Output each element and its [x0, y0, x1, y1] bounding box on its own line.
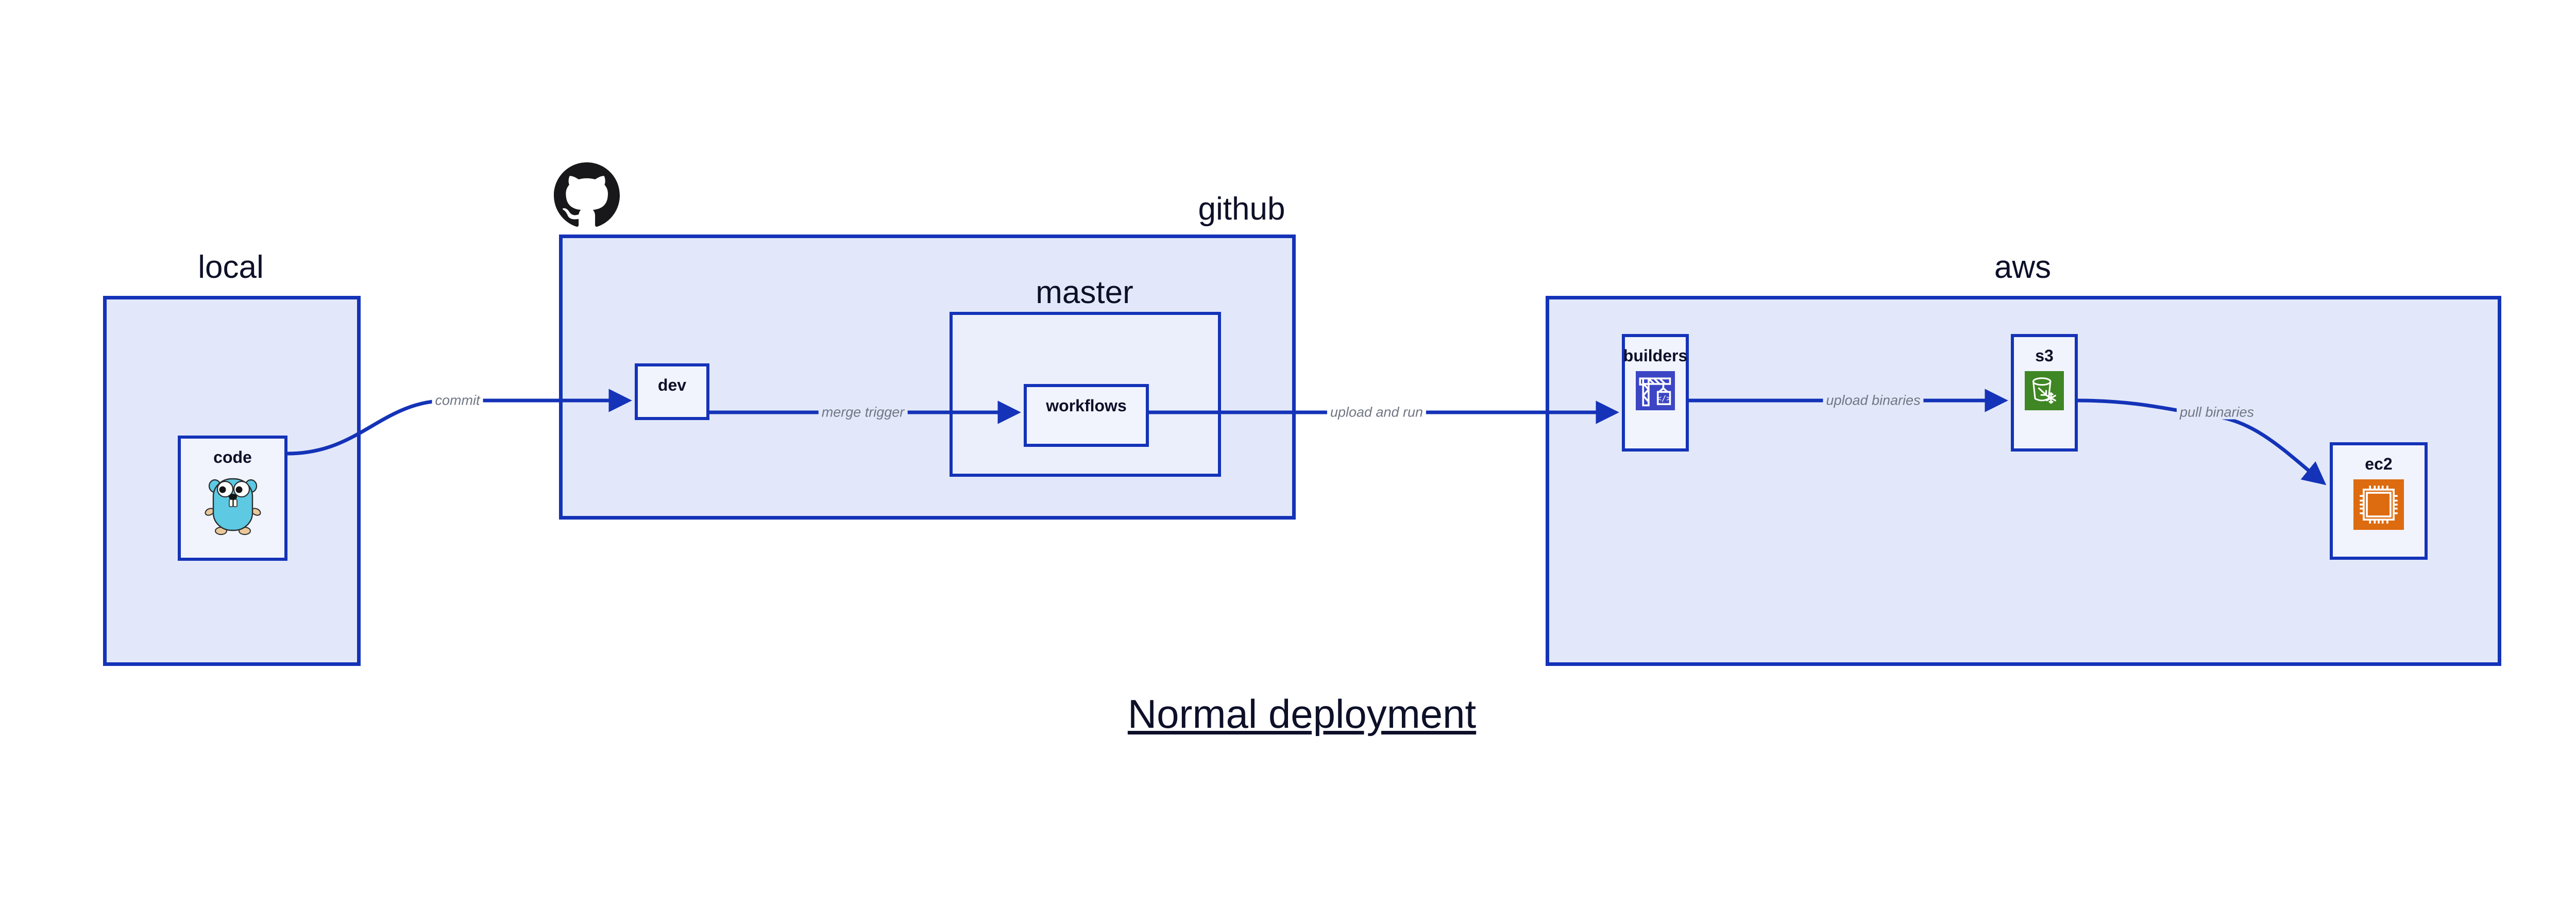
node-code[interactable]: code [178, 436, 287, 561]
node-builders[interactable]: builders </> [1622, 334, 1689, 452]
group-label-local: local [198, 249, 264, 285]
go-gopher-icon [204, 473, 261, 536]
node-dev[interactable]: dev [635, 363, 709, 420]
edge-label-merge-trigger: merge trigger [818, 405, 908, 420]
group-label-master: master [1036, 275, 1133, 310]
aws-codebuild-icon: </> [1636, 371, 1675, 413]
edge-label-pull-binaries: pull binaries [2176, 405, 2258, 420]
aws-s3-bucket-icon [2025, 371, 2064, 413]
node-label-workflows: workflows [1046, 396, 1127, 415]
svg-text:</>: </> [1657, 394, 1671, 403]
edge-label-upload-and-run: upload and run [1327, 405, 1427, 420]
group-label-aws: aws [1994, 249, 2052, 285]
node-s3[interactable]: s3 [2011, 334, 2078, 452]
edge-label-upload-binaries: upload binaries [1823, 393, 1924, 408]
node-label-code: code [213, 448, 252, 466]
edge-label-commit: commit [432, 393, 483, 408]
node-ec2[interactable]: ec2 [2330, 442, 2428, 560]
github-octocat-logo [554, 162, 620, 231]
group-label-github: github [1198, 191, 1285, 227]
aws-ec2-chip-icon [2353, 479, 2404, 532]
node-label-ec2: ec2 [2365, 455, 2393, 473]
node-label-builders: builders [1623, 346, 1688, 365]
page-title: Normal deployment [1127, 691, 1477, 737]
node-label-s3: s3 [2035, 346, 2054, 365]
node-workflows[interactable]: workflows [1024, 384, 1149, 447]
node-label-dev: dev [657, 376, 687, 394]
